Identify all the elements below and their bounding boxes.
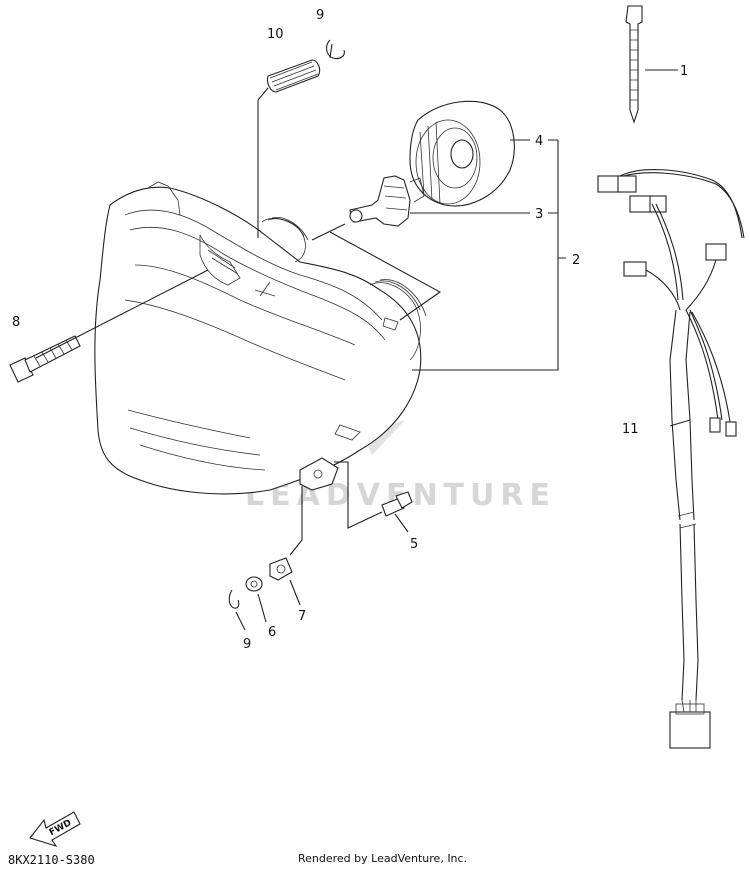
wire-harness-part-11 <box>597 169 745 749</box>
label-6: 6 <box>268 625 276 640</box>
label-3: 3 <box>535 207 543 222</box>
socket-cover-part-4 <box>409 100 515 207</box>
part-labels: 1 2 3 4 5 6 7 8 9 9 10 11 <box>12 8 688 652</box>
screw-part-8 <box>9 335 81 383</box>
bulb-part-3 <box>349 175 425 227</box>
label-8: 8 <box>12 315 20 330</box>
leader-lines <box>35 43 691 631</box>
label-10: 10 <box>267 27 284 42</box>
label-9-top: 9 <box>316 8 324 23</box>
label-11: 11 <box>622 422 639 437</box>
label-4: 4 <box>535 134 543 149</box>
diagram-code: 8KX2110-S380 <box>8 853 95 867</box>
credit-text: Rendered by LeadVenture, Inc. <box>298 852 467 865</box>
headlight-housing <box>94 181 427 495</box>
cable-tie-part-1 <box>625 5 643 124</box>
bolt-part-5 <box>381 491 413 517</box>
label-9-bottom: 9 <box>243 637 251 652</box>
label-5: 5 <box>410 537 418 552</box>
label-1: 1 <box>680 64 688 79</box>
hardware-bottom <box>228 557 293 609</box>
clip-part-9-top <box>326 39 345 60</box>
label-7: 7 <box>298 609 306 624</box>
fwd-arrow-icon: FWD <box>29 811 81 847</box>
label-2: 2 <box>572 253 580 268</box>
spring-part-10 <box>266 59 321 93</box>
